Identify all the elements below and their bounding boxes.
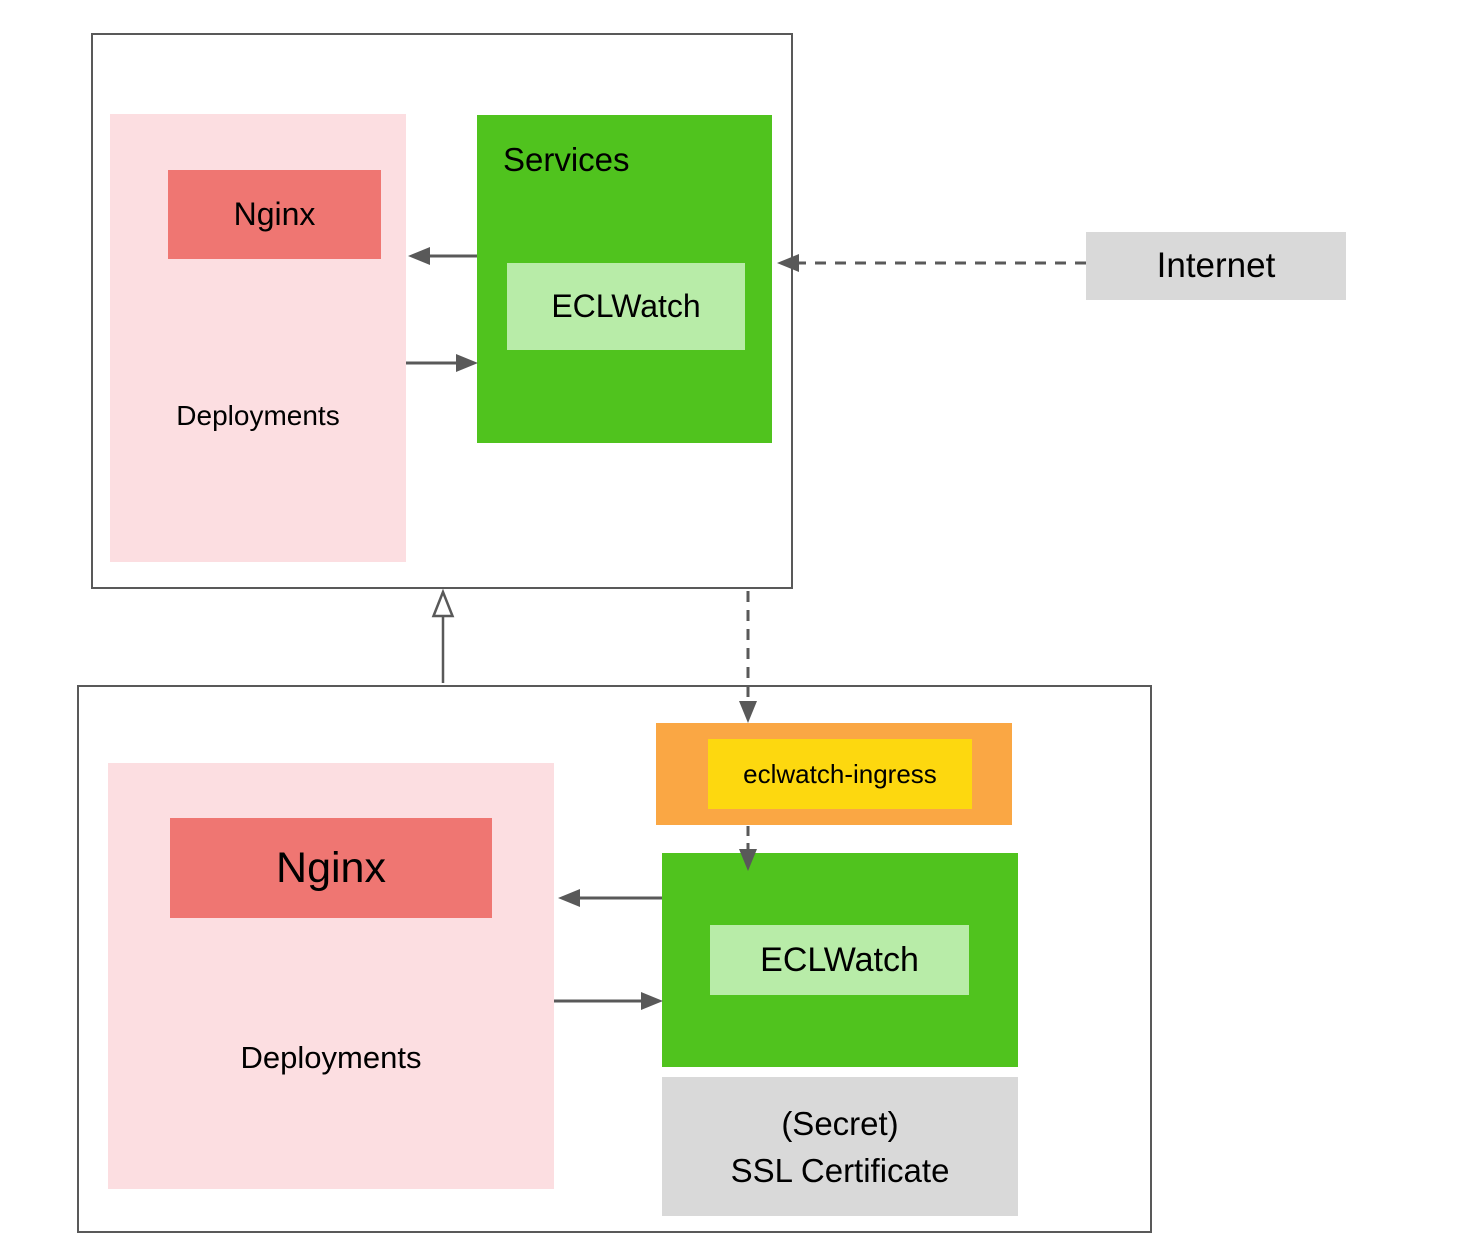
bottom-nginx-box: Nginx (170, 818, 492, 918)
arrow-bottom-to-top-cluster (431, 588, 455, 683)
top-services-label: Services (503, 141, 630, 178)
internet-box: Internet (1086, 232, 1346, 300)
arrow-internet-to-services (777, 254, 1086, 272)
bottom-deployments-label: Deployments (240, 1040, 422, 1075)
bottom-eclwatch-box: ECLWatch (710, 925, 969, 995)
ssl-secret-line2: SSL Certificate (730, 1151, 950, 1189)
ssl-secret-box: (Secret) SSL Certificate (662, 1077, 1018, 1216)
ssl-secret-line1: (Secret) (781, 1104, 899, 1142)
top-deployments-label: Deployments (176, 400, 340, 431)
top-nginx-box: Nginx (168, 170, 381, 259)
top-eclwatch-box: ECLWatch (507, 263, 745, 350)
eclwatch-ingress-box: eclwatch-ingress (708, 739, 972, 809)
